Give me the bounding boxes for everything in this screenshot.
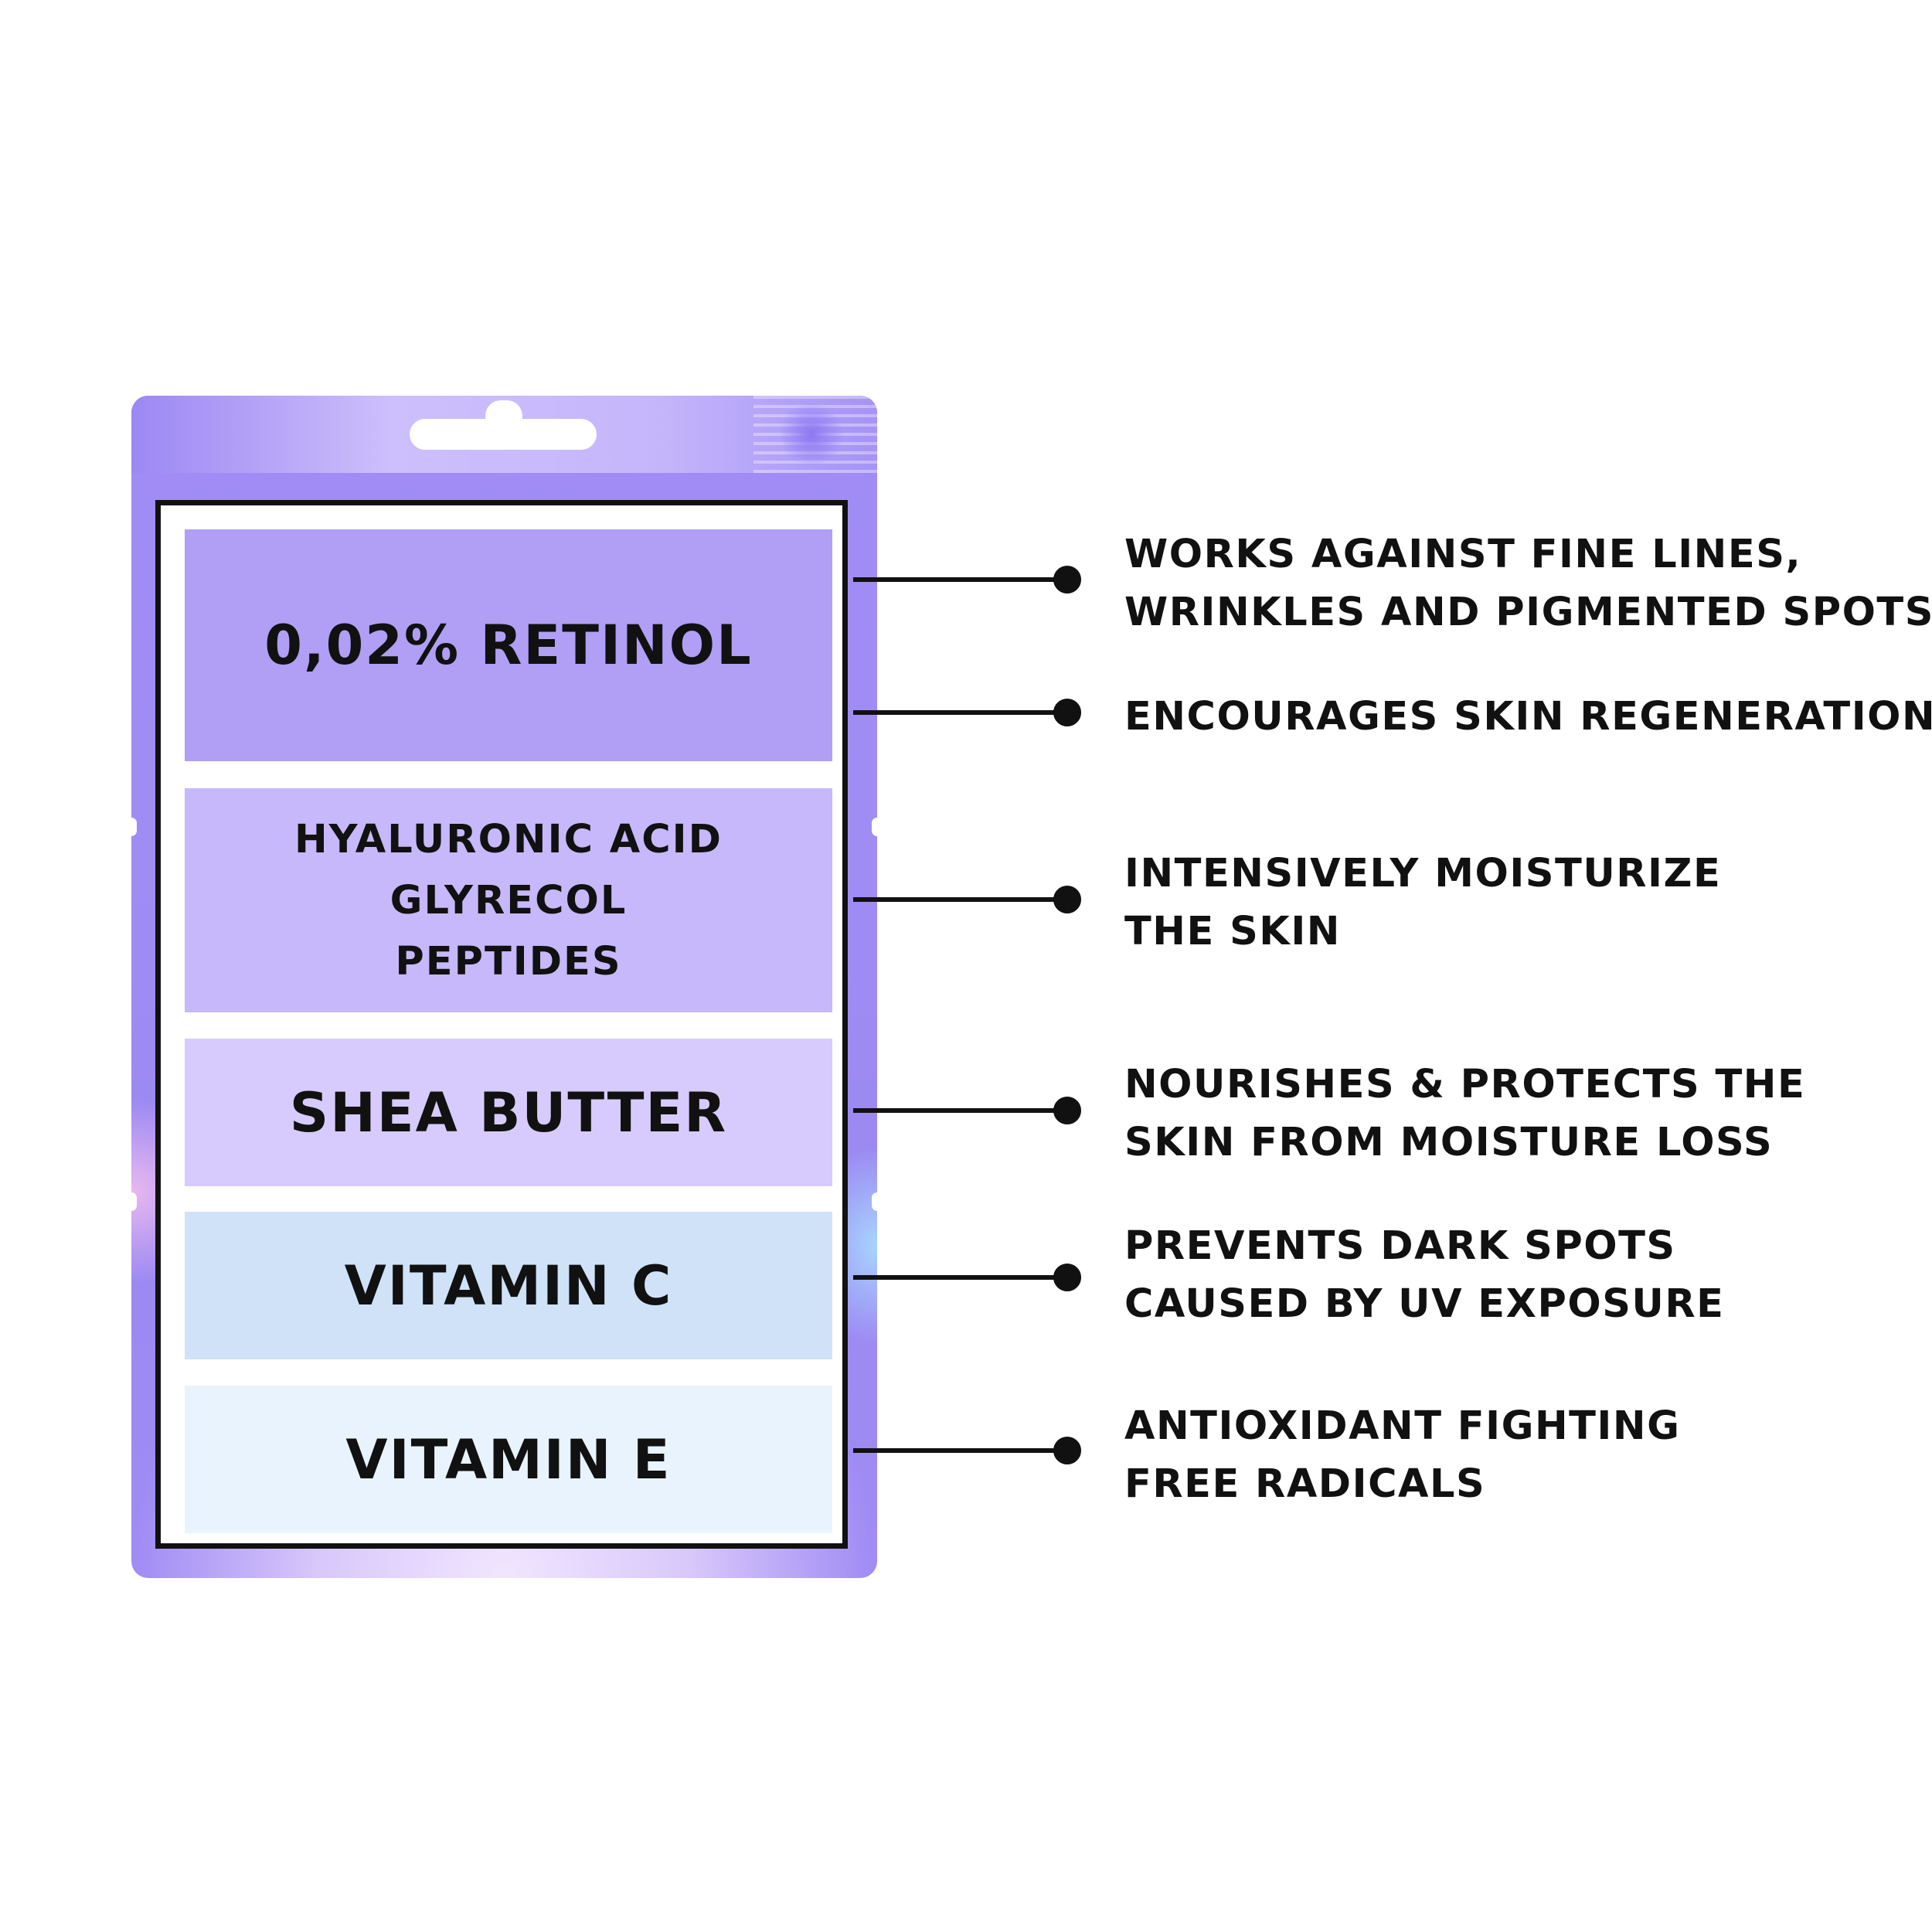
benefit-line: THE SKIN [1124,909,1341,954]
ingredient-label: VITAMIN C [344,1253,673,1318]
packet-notch-right-1 [872,818,883,836]
connector-dot-3 [1053,886,1081,913]
connector-dot-5 [1053,1264,1081,1291]
connector-dot-4 [1053,1097,1081,1124]
packet-glow [777,403,846,465]
benefit-vitamin-c: PREVENTS DARK SPOTS CAUSED BY UV EXPOSUR… [1124,1217,1897,1333]
ingredient-retinol: 0,02% RETINOL [185,529,832,761]
benefit-vitamin-e: ANTIOXIDANT FIGHTING FREE RADICALS [1124,1397,1897,1513]
benefit-line: PREVENTS DARK SPOTS [1124,1223,1676,1269]
ingredient-label: VITAMIN E [345,1427,672,1492]
benefit-line: ANTIOXIDANT FIGHTING [1124,1403,1681,1449]
hang-hole-tab [485,400,522,431]
benefit-line: SKIN FROM MOISTURE LOSS [1124,1120,1774,1165]
ingredient-label: GLYRECOL [389,877,628,923]
ingredient-label: SHEA BUTTER [289,1080,728,1145]
benefit-line: INTENSIVELY MOISTURIZE [1124,851,1722,896]
benefit-shea-butter: NOURISHES & PROTECTS THE SKIN FROM MOIST… [1124,1056,1897,1172]
benefit-line: CAUSED BY UV EXPOSURE [1124,1281,1725,1327]
ingredient-vitamin-e: VITAMIN E [185,1386,832,1533]
connector-dot-2 [1053,699,1081,726]
connector-dot-1 [1053,566,1081,594]
benefit-retinol-2: ENCOURAGES SKIN REGENERATION [1124,688,1932,746]
packet-notch-right-2 [872,1192,883,1211]
ingredient-vitamin-c: VITAMIN C [185,1212,832,1359]
benefit-hyaluronic: INTENSIVELY MOISTURIZE THE SKIN [1124,845,1897,961]
connector-dot-6 [1053,1437,1081,1464]
ingredient-shea-butter: SHEA BUTTER [185,1039,832,1186]
benefit-line: FREE RADICALS [1124,1461,1486,1507]
packet-notch-left-1 [126,818,137,836]
ingredient-label: 0,02% RETINOL [264,614,753,677]
ingredient-label: HYALURONIC ACID [294,816,723,862]
benefit-line: WRINKLES AND PIGMENTED SPOTS [1124,590,1932,635]
ingredient-hyaluronic-group: HYALURONIC ACID GLYRECOL PEPTIDES [185,788,832,1012]
ingredient-label-panel: 0,02% RETINOL HYALURONIC ACID GLYRECOL P… [155,500,848,1549]
benefit-line: ENCOURAGES SKIN REGENERATION [1124,694,1932,740]
packet-notch-left-2 [126,1192,137,1211]
ingredient-label: PEPTIDES [395,938,622,985]
benefit-line: NOURISHES & PROTECTS THE [1124,1062,1806,1107]
benefit-retinol-1: WORKS AGAINST FINE LINES, WRINKLES AND P… [1124,526,1932,641]
benefit-line: WORKS AGAINST FINE LINES, [1124,532,1802,577]
